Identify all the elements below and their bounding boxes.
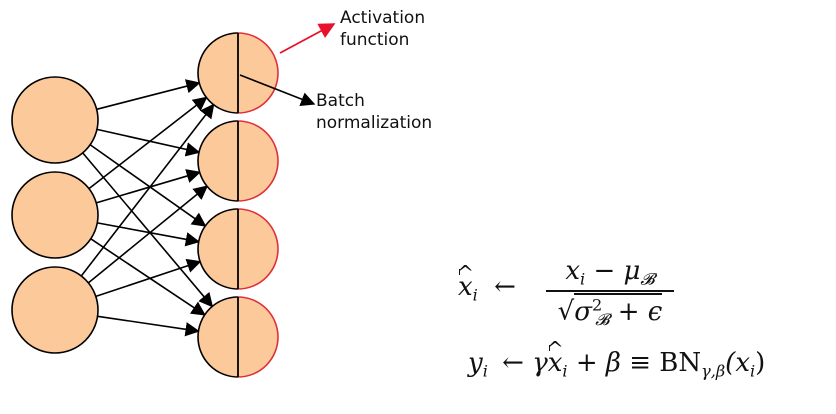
- connection-arrow: [96, 128, 201, 157]
- batch-norm-label-line-2: normalization: [316, 113, 433, 133]
- activation-half: [237, 296, 279, 378]
- eq1-lhs-var: x: [458, 272, 473, 302]
- eq2-x-hat: ^x: [546, 337, 563, 378]
- sqrt-sign: √: [557, 296, 575, 327]
- connection-arrow: [80, 103, 215, 277]
- activation-half: [237, 208, 279, 290]
- connection-arrow: [90, 238, 206, 316]
- eq2-x: x: [547, 348, 563, 378]
- eq2-arg-close: ): [755, 348, 766, 378]
- fraction-numerator: xi − μ𝓑: [540, 256, 680, 289]
- batch-norm-half: [197, 296, 239, 378]
- connection-arrow: [82, 152, 214, 308]
- input-layer: [11, 76, 99, 354]
- eq2-bn: BN: [659, 348, 702, 378]
- activation-half: [237, 120, 279, 202]
- connection-arrows: [80, 79, 215, 337]
- den-sigma-sup: 2: [591, 295, 603, 314]
- den-epsilon: ϵ: [647, 296, 663, 327]
- eq1-lhs-sub: i: [472, 285, 478, 305]
- activation-label-line-2: function: [340, 30, 410, 50]
- connection-arrow: [87, 185, 209, 284]
- activation-function-label: Activation function: [340, 7, 425, 51]
- eq2-x-sub: i: [562, 361, 568, 381]
- den-sigma-sub: 𝓑: [595, 310, 610, 330]
- num-mu-sub: 𝓑: [640, 269, 655, 289]
- eq2-equiv: ≡: [629, 348, 651, 378]
- batch-norm-half: [197, 208, 239, 290]
- connection-arrow: [97, 315, 200, 337]
- input-neuron: [11, 171, 99, 259]
- batch-normalization-label: Batch normalization: [316, 90, 432, 134]
- activation-half: [237, 32, 279, 114]
- batch-norm-half: [197, 120, 239, 202]
- eq2-arg-open: (x: [725, 348, 750, 378]
- output-neuron: [197, 32, 279, 114]
- den-plus: +: [617, 296, 640, 327]
- eq2-plus: +: [575, 348, 598, 378]
- output-neuron: [197, 208, 279, 290]
- eq2-arrow: ←: [502, 348, 524, 378]
- batch-norm-pointer-arrow: [239, 74, 316, 106]
- output-layer: [197, 32, 279, 378]
- x-hat: ^x: [457, 261, 474, 302]
- equation-normalize-fraction: xi − μ𝓑 √σ2𝓑 + ϵ: [540, 256, 680, 330]
- label-pointers: [239, 23, 336, 106]
- activation-label-line-1: Activation: [340, 8, 426, 28]
- connection-arrow: [88, 96, 208, 190]
- num-x-sub: i: [580, 269, 586, 289]
- eq2-bn-sub: γ,β: [701, 361, 726, 381]
- fraction-bar: [546, 290, 674, 292]
- equation-scale-shift: yi ← γ^xi + β ≡ BNγ,β(xi): [468, 337, 766, 381]
- eq2-arg-sub: i: [749, 361, 756, 381]
- sqrt-contents: σ2𝓑 + ϵ: [574, 292, 663, 330]
- eq2-hat-accent: ^: [546, 336, 564, 361]
- activation-pointer-arrow: [279, 23, 336, 54]
- num-mu: μ: [623, 256, 641, 286]
- connection-arrow: [96, 169, 202, 204]
- output-neuron: [197, 120, 279, 202]
- connection-arrow: [95, 258, 202, 298]
- connection-arrow: [97, 222, 201, 247]
- connection-arrow: [89, 144, 207, 227]
- num-x: x: [565, 256, 581, 286]
- input-neuron: [11, 266, 99, 354]
- eq2-lhs-sub: i: [482, 361, 488, 381]
- hat-accent: ^: [456, 260, 475, 285]
- eq2-gamma: γ: [532, 348, 548, 378]
- batch-norm-half: [197, 32, 239, 114]
- fraction-denominator: √σ2𝓑 + ϵ: [540, 292, 680, 330]
- eq2-lhs-var: y: [468, 348, 483, 378]
- output-neuron: [197, 296, 279, 378]
- input-neuron: [11, 76, 99, 164]
- den-sigma: σ: [574, 296, 592, 327]
- equation-normalize-lhs: ^xi ←: [457, 261, 516, 305]
- num-minus: −: [593, 256, 616, 286]
- batch-norm-label-line-1: Batch: [316, 91, 365, 111]
- connection-arrow: [96, 79, 201, 111]
- eq2-beta: β: [605, 348, 621, 378]
- eq1-arrow: ←: [494, 272, 516, 302]
